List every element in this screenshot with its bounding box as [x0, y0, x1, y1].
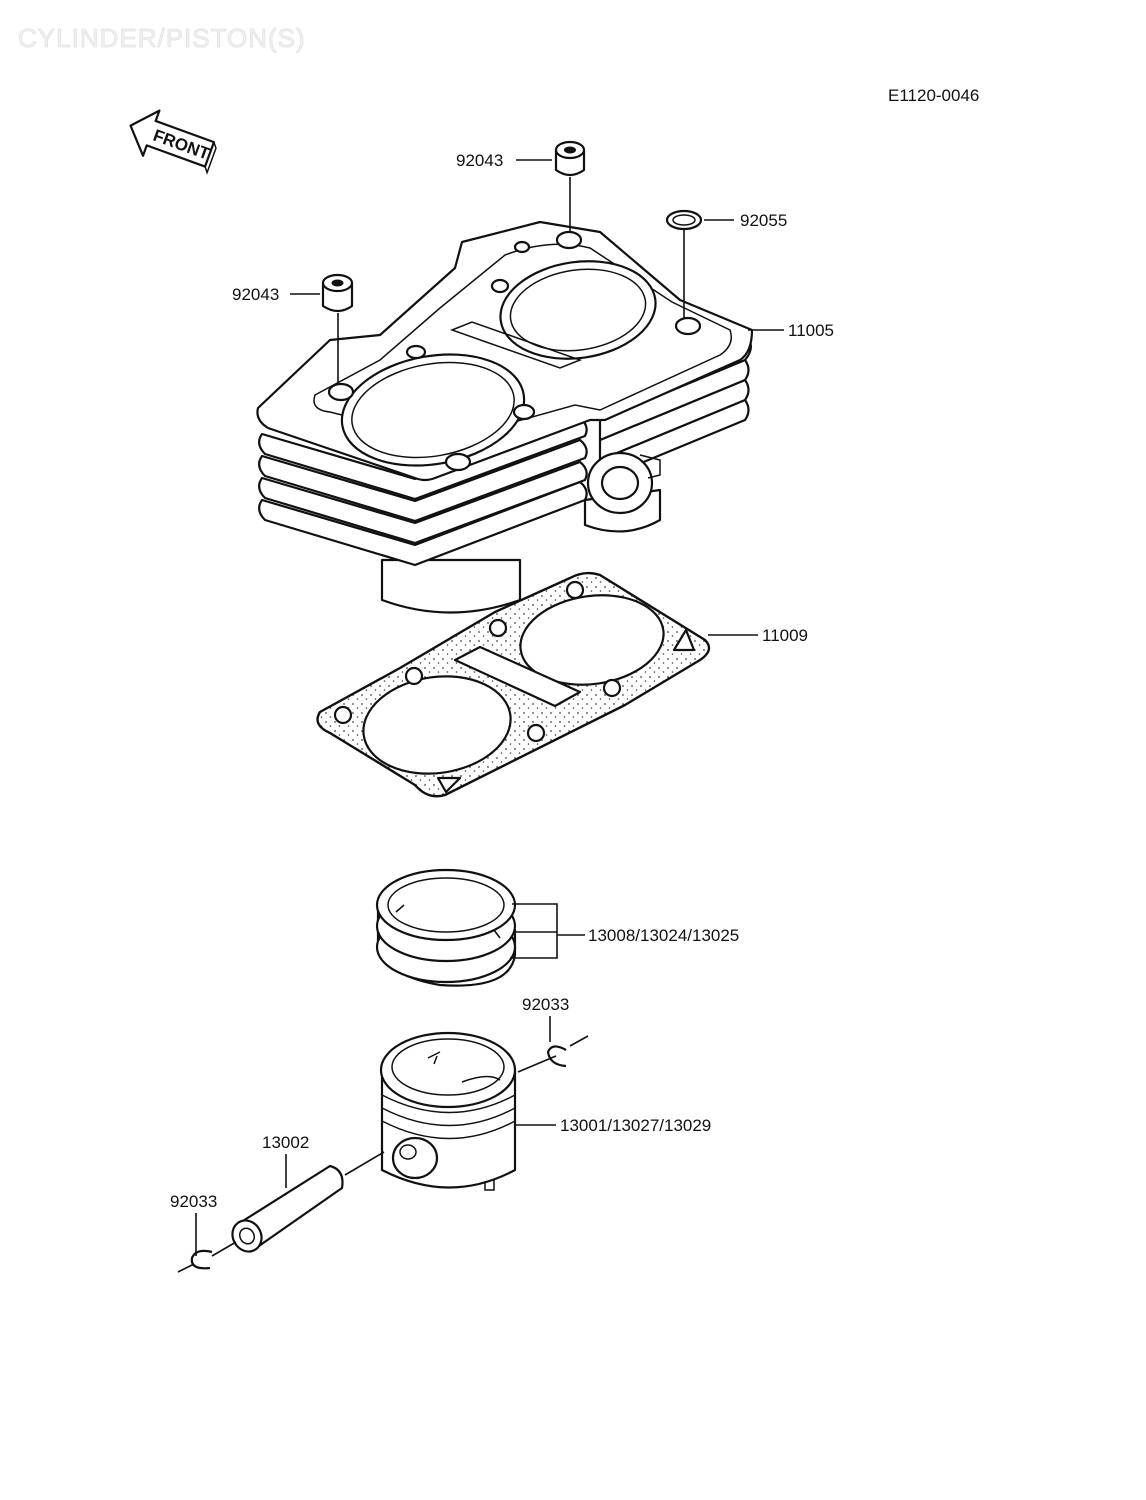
- part-labels: 92043 92043 92055 11005 11009 13008/1302…: [170, 151, 834, 1211]
- label-92033-left: 92033: [170, 1192, 217, 1211]
- circlip-right-icon: [546, 1045, 567, 1068]
- leader-lines: [177, 159, 784, 1273]
- watermark-title: CYLINDER/PISTON(S): [18, 23, 306, 53]
- label-92033-right: 92033: [522, 995, 569, 1014]
- piston-rings: [375, 868, 517, 987]
- label-13002: 13002: [262, 1133, 309, 1152]
- base-gasket: [316, 571, 711, 798]
- label-11005: 11005: [788, 321, 834, 340]
- label-92043-left: 92043: [232, 285, 279, 304]
- label-13008-13024-13025: 13008/13024/13025: [588, 926, 739, 945]
- figure-code: E1120-0046: [888, 86, 979, 105]
- circlip-left-icon: [190, 1249, 213, 1270]
- piston: [379, 1031, 517, 1191]
- dowel-pin-top-icon: [554, 140, 586, 177]
- label-13001-13027-13029: 13001/13027/13029: [560, 1116, 711, 1135]
- label-92043-top: 92043: [456, 151, 503, 170]
- cylinder-block: [256, 220, 754, 614]
- piston-pin: [231, 1164, 344, 1253]
- label-11009: 11009: [762, 626, 808, 645]
- front-arrow-icon: FRONT: [129, 109, 217, 175]
- label-92055: 92055: [740, 211, 787, 230]
- o-ring-icon: [665, 209, 703, 231]
- dowel-pin-left-icon: [321, 273, 354, 313]
